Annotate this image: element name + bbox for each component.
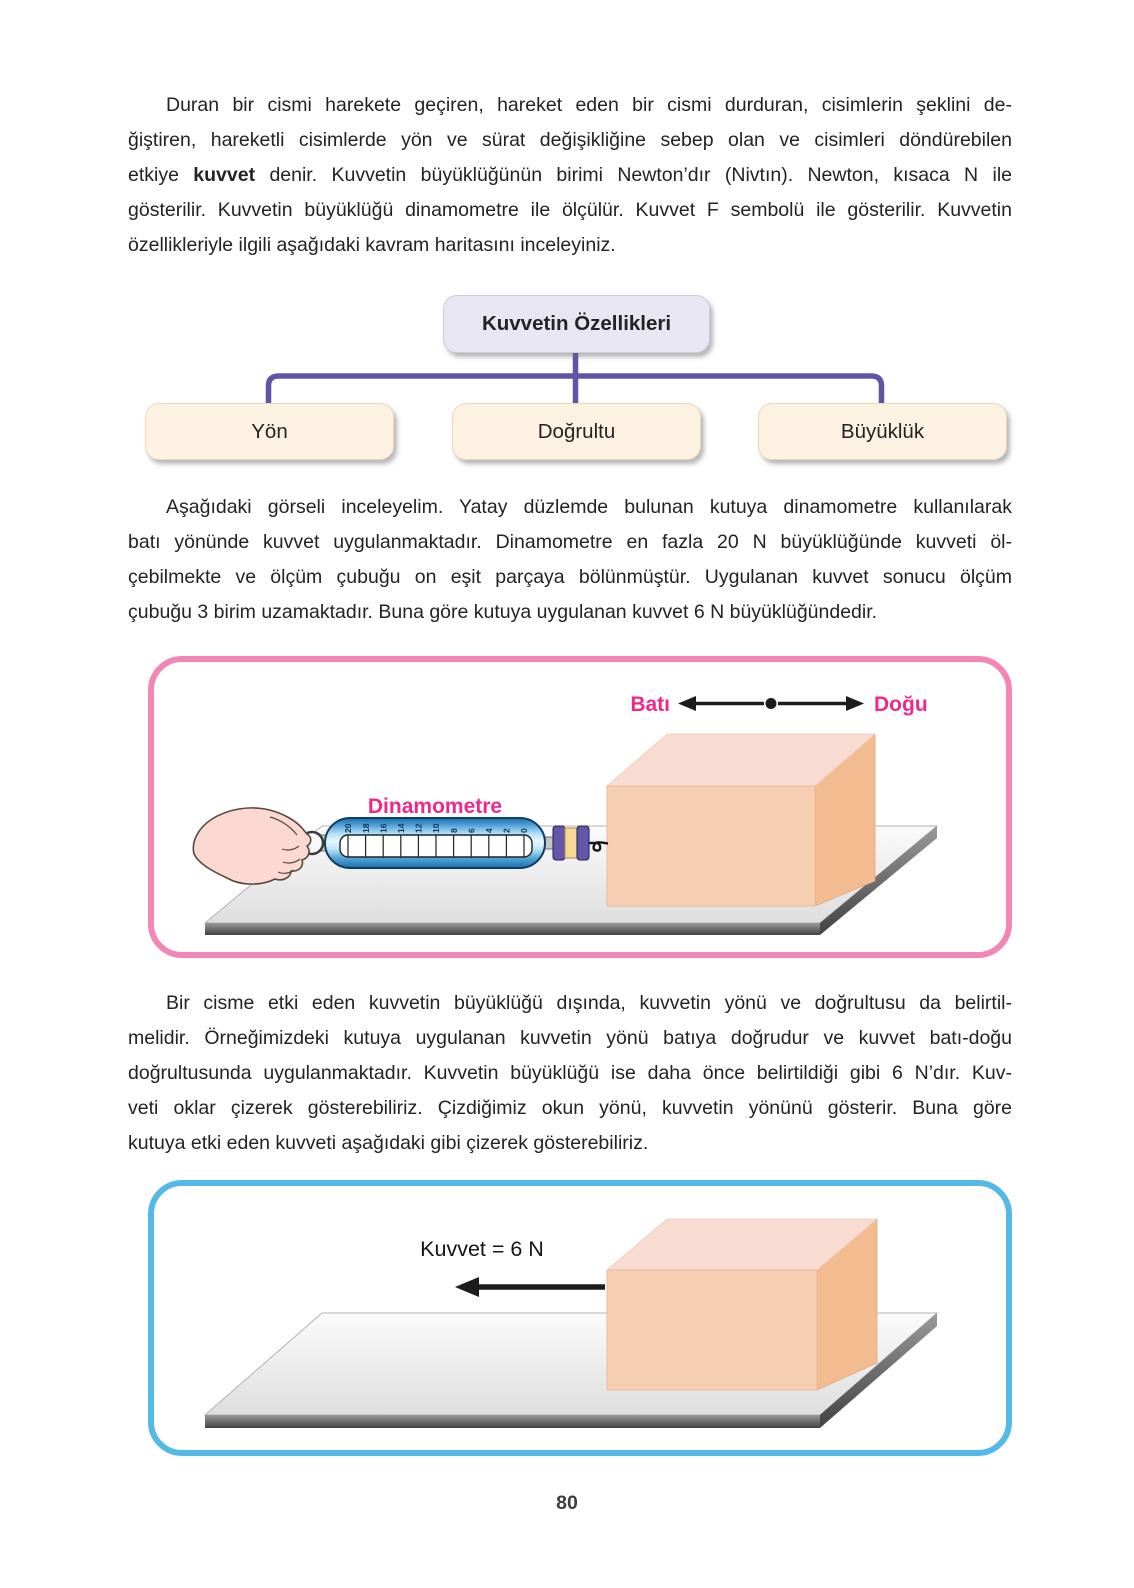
scale-number: 14 — [396, 823, 406, 833]
figure-dynamometer-art: Batı Doğu Dinamometre — [192, 693, 939, 935]
paragraph-line: etkiye kuvvet denir. Kuvvetin büyüklüğün… — [128, 158, 1012, 193]
concept-map-child-dogrultu: Doğrultu — [452, 403, 701, 460]
force-label: Kuvvet = 6 N — [420, 1237, 544, 1261]
paragraph-line: Bir cisme etki eden kuvvetin büyüklüğü d… — [166, 992, 1012, 1014]
paragraph-line: veti oklar çizerek gösterebiliriz. Çizdi… — [128, 1097, 1012, 1119]
scale-number: 18 — [361, 823, 371, 833]
east-arrow-icon — [846, 696, 864, 711]
scale-number: 20 — [343, 823, 353, 833]
hand-illustration — [192, 807, 312, 885]
compass-east-label: Doğu — [874, 693, 928, 716]
scale-numbers: 20 18 16 14 12 10 8 6 4 2 0 — [343, 823, 529, 833]
paragraph-line: melidir. Örneğimizdeki kutuya uygulanan … — [128, 1027, 1012, 1049]
compass-west-label: Batı — [630, 693, 670, 716]
paragraph-line: özellikleriyle ilgili aşağıdaki kavram h… — [128, 234, 616, 256]
concept-map-child-yon: Yön — [145, 403, 394, 460]
paragraph-line: kutuya etki eden kuvveti aşağıdaki gibi … — [128, 1132, 649, 1154]
paragraph-line: Duran bir cismi harekete geçiren, hareke… — [166, 94, 1012, 116]
intro-paragraph: Duran bir cismi harekete geçiren, hareke… — [128, 88, 1012, 263]
compass-dot — [765, 698, 777, 709]
scale-number: 10 — [431, 823, 441, 833]
paragraph-line: ğiştiren, hareketli cisimlerde yön ve sü… — [128, 129, 1012, 151]
figure-dynamometer: Batı Doğu Dinamometre — [148, 656, 1012, 958]
paragraph-line: batı yönünde kuvvet uygulanmaktadır. Din… — [128, 531, 1012, 553]
scale-number: 0 — [519, 828, 529, 833]
scale-number: 8 — [449, 828, 459, 833]
text-segment: etkiye — [128, 164, 194, 186]
dynamometer-cap — [552, 825, 566, 861]
description-paragraph: Aşağıdaki görseli inceleyelim. Yatay düz… — [128, 490, 1012, 630]
scale-number: 12 — [414, 823, 424, 833]
dynamometer-label: Dinamometre — [368, 795, 502, 818]
direction-paragraph: Bir cisme etki eden kuvvetin büyüklüğü d… — [128, 986, 1012, 1161]
paragraph-line: Aşağıdaki görseli inceleyelim. Yatay düz… — [166, 496, 1012, 518]
scale-number: 6 — [466, 828, 476, 833]
box — [605, 733, 877, 907]
figure-force-arrow: Kuvvet = 6 N — [148, 1180, 1012, 1456]
paragraph-line: doğrultusunda uygulanmaktadır. Kuvvetin … — [128, 1062, 1012, 1084]
concept-map-connector — [265, 351, 885, 403]
scale-ticks — [347, 835, 525, 857]
paragraph-line: gösterilir. Kuvvetin büyüklüğü dinamomet… — [128, 199, 1012, 221]
dynamometer-body: 20 18 16 14 12 10 8 6 4 2 0 — [299, 817, 590, 869]
scale-number: 4 — [484, 828, 494, 833]
figure-force-art: Kuvvet = 6 N — [203, 1218, 939, 1428]
concept-map-root-box: Kuvvetin Özellikleri — [443, 295, 710, 353]
compass: Batı Doğu — [630, 693, 927, 716]
paragraph-line: çubuğu 3 birim uzamaktadır. Buna göre ku… — [128, 601, 878, 623]
text-segment: denir. Kuvvetin büyüklüğünün birimi Newt… — [255, 164, 1012, 186]
concept-map: Kuvvetin Özellikleri Yön Doğrultu Büyükl… — [128, 293, 1012, 465]
scale-number: 16 — [378, 823, 388, 833]
scale-number: 2 — [502, 828, 512, 833]
concept-map-child-buyukluk: Büyüklük — [758, 403, 1007, 460]
page-number: 80 — [556, 1492, 578, 1514]
paragraph-line: çebilmekte ve ölçüm çubuğu on eşit parça… — [128, 566, 1012, 588]
bold-term-kuvvet: kuvvet — [193, 164, 256, 186]
box — [605, 1218, 879, 1391]
hook-icon — [589, 841, 609, 852]
west-arrow-icon — [678, 696, 696, 711]
force-arrow-icon — [455, 1277, 605, 1297]
